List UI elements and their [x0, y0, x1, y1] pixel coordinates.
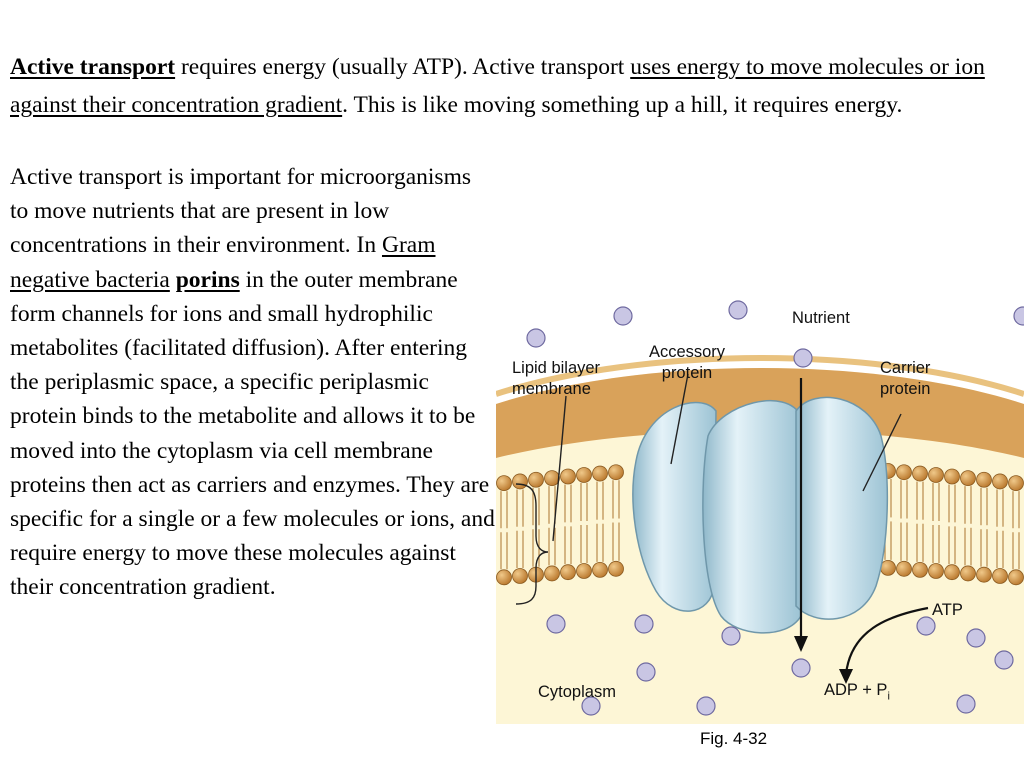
membrane-diagram: [496, 286, 1024, 724]
lipid-head: [944, 564, 960, 581]
molecule-icon: [966, 628, 986, 648]
lipid-head: [1008, 475, 1024, 492]
body-text-3: in the outer membrane form channels for …: [10, 266, 495, 601]
molecule-icon: [634, 614, 654, 634]
active-transport-figure: Nutrient Accessory protein Lipid bilayer…: [496, 286, 1024, 724]
molecule-icon: [636, 662, 656, 682]
lipid-head: [512, 473, 528, 490]
lipid-label-line1: Lipid bilayer: [512, 359, 601, 377]
active-transport-term: Active transport: [10, 54, 176, 80]
molecule-icon: [793, 348, 813, 368]
lipid-head: [912, 561, 928, 578]
lipid-head: [608, 560, 624, 577]
molecule-icon: [1013, 306, 1024, 326]
lipid-head: [512, 568, 528, 584]
lipid-label-line2: membrane: [512, 380, 591, 398]
cytoplasm-label: Cytoplasm: [538, 683, 616, 701]
lipid-head: [544, 470, 560, 487]
carrier-protein-center: [702, 399, 802, 634]
molecule-icon: [728, 300, 748, 320]
accessory-protein-label: Accessory protein: [642, 342, 732, 384]
atp-conversion-arrow: [844, 606, 929, 675]
intro-text-2: . This is like moving something up a hil…: [342, 92, 903, 118]
lipid-head: [576, 563, 592, 579]
molecule-icon: [994, 650, 1014, 670]
lipid-head: [560, 468, 576, 485]
lipid-head: [592, 561, 608, 578]
lipid-head: [944, 468, 960, 485]
lipid-head: [496, 569, 512, 586]
carrier-label-line2: protein: [880, 380, 931, 398]
lipid-pointer: [552, 395, 567, 542]
nutrient-arrowhead: [794, 636, 808, 652]
molecule-icon: [791, 658, 811, 678]
lipid-head: [576, 467, 592, 483]
carrier-pointer: [862, 413, 902, 492]
lipid-head: [976, 566, 992, 583]
bilayer-brace: [515, 483, 549, 605]
lipid-head: [544, 565, 560, 582]
carrier-protein-right: [795, 396, 889, 620]
lipid-head: [992, 473, 1008, 490]
lipid-head: [528, 471, 544, 488]
molecule-icon: [613, 306, 633, 326]
molecule-icon: [916, 616, 936, 636]
molecule-icon: [546, 614, 566, 634]
adp-text: ADP + P: [824, 681, 888, 699]
accessory-label-line2: protein: [661, 364, 713, 382]
molecule-icon: [956, 694, 976, 714]
lipid-head: [560, 564, 576, 581]
lipid-head: [976, 471, 992, 488]
concentration-gradient-phrase: uses energy to move molecules or ion aga…: [10, 54, 985, 118]
lipid-head: [928, 467, 944, 483]
membrane-highlight: [496, 355, 1024, 397]
intro-paragraph: Active transport requires energy (usuall…: [10, 48, 1018, 124]
lipid-head: [896, 560, 912, 577]
lipid-head: [592, 465, 608, 482]
atp-label: ATP: [932, 601, 963, 619]
figure-caption: Fig. 4-32: [700, 729, 768, 748]
lipid-head: [880, 559, 896, 576]
carrier-label-line1: Carrier: [880, 359, 931, 377]
adp-label: ADP + Pi: [824, 680, 890, 707]
atp-arrowhead: [839, 669, 853, 684]
lipid-bilayer-label: Lipid bilayer membrane: [512, 358, 600, 400]
body-paragraph: Active transport is important for microo…: [10, 160, 495, 605]
accessory-label-line1: Accessory: [648, 343, 726, 361]
molecule-icon: [696, 696, 716, 716]
nutrient-label: Nutrient: [792, 309, 850, 327]
lipid-head: [608, 464, 624, 481]
lipid-head: [960, 565, 976, 582]
lipid-head: [928, 563, 944, 579]
lipid-head: [1008, 569, 1024, 586]
molecule-icon: [581, 696, 601, 716]
adp-subscript: i: [887, 690, 890, 703]
carrier-protein-label: Carrier protein: [880, 358, 930, 400]
lipid-head: [896, 464, 912, 481]
molecules: [526, 300, 1024, 716]
lipid-head: [912, 465, 928, 482]
intro-text-1: requires energy (usually ATP). Active tr…: [175, 54, 631, 80]
transport-proteins: [632, 396, 889, 634]
gram-negative-phrase: Gram negative bacteria: [10, 232, 436, 293]
lipid-bilayer: [496, 463, 1024, 586]
accessory-protein-left: [632, 401, 717, 612]
porins-term: porins: [175, 266, 240, 293]
lipid-head: [960, 470, 976, 487]
lipid-head: [992, 568, 1008, 584]
lipid-head: [496, 475, 512, 492]
accessory-pointer: [670, 373, 689, 465]
body-text-1: Active transport is important for microo…: [10, 164, 471, 259]
molecule-icon: [721, 626, 741, 646]
molecule-icon: [526, 328, 546, 348]
